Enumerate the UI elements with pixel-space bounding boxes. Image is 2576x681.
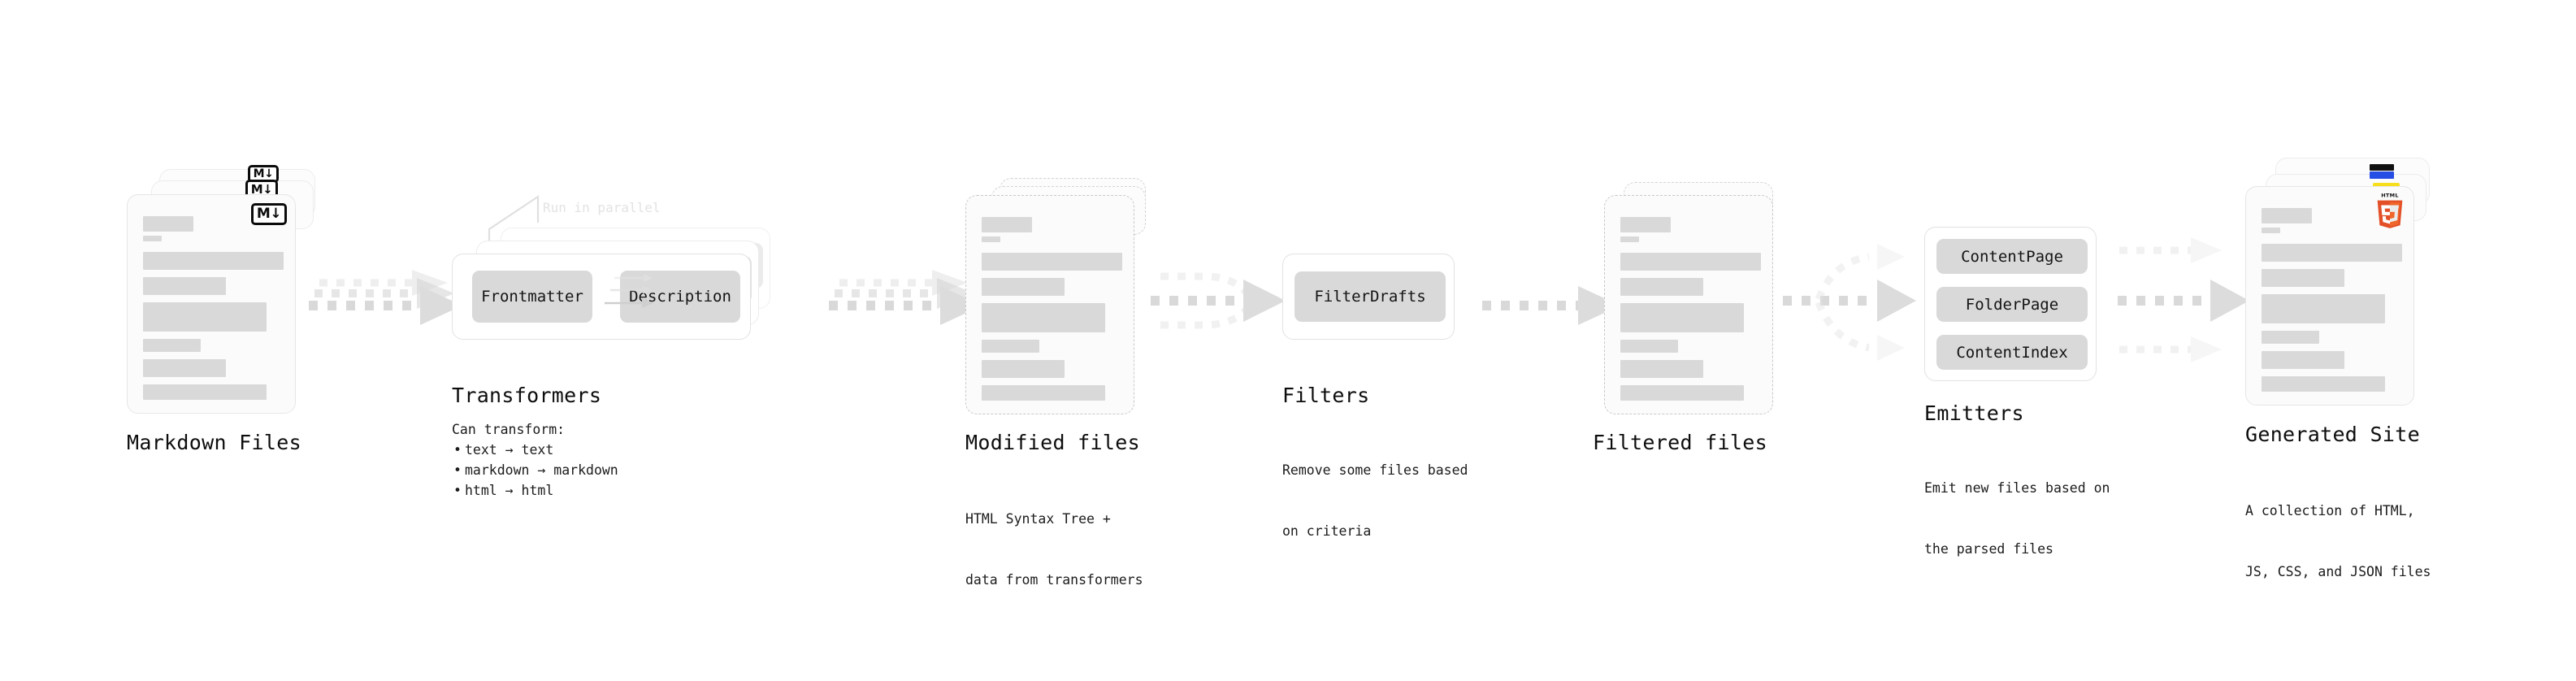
skeleton-bar [982, 303, 1106, 332]
filters-box: FilterDrafts [1282, 254, 1455, 340]
skeleton-bar [2262, 228, 2280, 233]
desc-line: on criteria [1282, 523, 1372, 540]
skeleton-bar [143, 277, 227, 295]
skeleton-bar [1620, 303, 1745, 332]
connector-emitters-to-site [2118, 237, 2249, 362]
transformers-inner-arrows [605, 274, 653, 308]
skeleton-bar [2262, 376, 2386, 392]
filtered-card-skeleton [1620, 217, 1761, 401]
pill-frontmatter[interactable]: Frontmatter [472, 271, 592, 323]
skeleton-bar [982, 236, 1000, 242]
skeleton-bar [1620, 253, 1761, 271]
stage-title-filtered-files: Filtered files [1593, 431, 1767, 454]
skeleton-bar [143, 216, 193, 232]
transform-list: text → text markdown → markdown html → h… [452, 440, 618, 501]
skeleton-bar [143, 236, 162, 241]
run-in-parallel-bracket [488, 194, 540, 247]
skeleton-bar [982, 278, 1065, 296]
skeleton-bar [143, 359, 227, 377]
desc-line: the parsed files [1924, 541, 2053, 557]
skeleton-bar [2262, 294, 2386, 323]
skeleton-bar [982, 340, 1039, 353]
connector-modified-to-filters [1151, 272, 1286, 329]
connector-filtered-to-emitters [1783, 244, 1916, 361]
pill-filterdrafts[interactable]: FilterDrafts [1295, 271, 1446, 322]
pill-contentpage[interactable]: ContentPage [1936, 239, 2088, 274]
list-item: html → html [453, 480, 618, 501]
skeleton-bar [1620, 385, 1745, 401]
connector-transformers-to-modified [829, 270, 982, 325]
stage-title-filters: Filters [1282, 384, 1370, 407]
html5-icon: HTML [2377, 192, 2403, 228]
skeleton-bar [1620, 360, 1704, 378]
skeleton-bar [143, 302, 267, 332]
generated-site-card: HTML [2245, 186, 2414, 406]
stage-desc-emitters: Emit new files based on the parsed files [1924, 437, 2110, 601]
markdown-icon: M↓ [251, 203, 287, 225]
emitters-box: ContentPage FolderPage ContentIndex [1924, 227, 2097, 381]
stage-desc-generated-site: A collection of HTML, JS, CSS, and JSON … [2245, 460, 2431, 623]
markdown-card-skeleton [143, 216, 284, 400]
css3-icon [2370, 171, 2394, 179]
skeleton-bar [2262, 269, 2345, 287]
filtered-file-card [1604, 195, 1773, 414]
stage-title-markdown-files: Markdown Files [127, 431, 301, 454]
desc-line: Emit new files based on [1924, 480, 2110, 497]
skeleton-bar [1620, 278, 1704, 296]
stage-title-generated-site: Generated Site [2245, 423, 2420, 446]
stage-desc-filters: Remove some files based on criteria [1282, 419, 1468, 583]
skeleton-bar [1620, 236, 1639, 242]
skeleton-bar [982, 217, 1032, 232]
skeleton-bar [143, 339, 201, 352]
desc-line: JS, CSS, and JSON files [2245, 564, 2431, 580]
skeleton-bar [2262, 244, 2402, 262]
stage-desc-modified-files: HTML Syntax Tree + data from transformer… [965, 468, 1143, 631]
site-card-skeleton [2262, 208, 2402, 392]
svg-text:HTML: HTML [2381, 192, 2399, 198]
transform-lead: Can transform: [452, 422, 566, 437]
skeleton-bar [143, 384, 267, 400]
modified-file-card [965, 195, 1134, 414]
desc-line: A collection of HTML, [2245, 503, 2415, 519]
skeleton-bar [2262, 208, 2312, 223]
stage-desc-transformers: Can transform: text → text markdown → ma… [452, 419, 618, 501]
css3-icon-label [2370, 164, 2394, 171]
skeleton-bar [1620, 217, 1671, 232]
skeleton-bar [982, 253, 1122, 271]
skeleton-bar [982, 385, 1106, 401]
connector-filters-to-filtered [1482, 286, 1620, 325]
desc-line: data from transformers [965, 572, 1143, 588]
skeleton-bar [982, 360, 1065, 378]
skeleton-bar [143, 252, 284, 270]
connector-md-to-transformers [309, 270, 462, 325]
pill-contentindex[interactable]: ContentIndex [1936, 335, 2088, 370]
run-in-parallel-label: Run in parallel [543, 200, 661, 215]
pill-folderpage[interactable]: FolderPage [1936, 287, 2088, 322]
desc-line: Remove some files based [1282, 462, 1468, 479]
stage-title-transformers: Transformers [452, 384, 602, 407]
skeleton-bar [2262, 331, 2319, 344]
pill-description[interactable]: Description [620, 271, 740, 323]
skeleton-bar [1620, 340, 1678, 353]
markdown-file-card: M↓ [127, 194, 296, 414]
list-item: markdown → markdown [453, 460, 618, 480]
skeleton-bar [2262, 351, 2345, 369]
modified-card-skeleton [982, 217, 1122, 401]
list-item: text → text [453, 440, 618, 460]
stage-title-modified-files: Modified files [965, 431, 1140, 454]
stage-title-emitters: Emitters [1924, 401, 2024, 425]
transformers-box: Frontmatter Description [452, 254, 751, 340]
desc-line: HTML Syntax Tree + [965, 511, 1111, 527]
